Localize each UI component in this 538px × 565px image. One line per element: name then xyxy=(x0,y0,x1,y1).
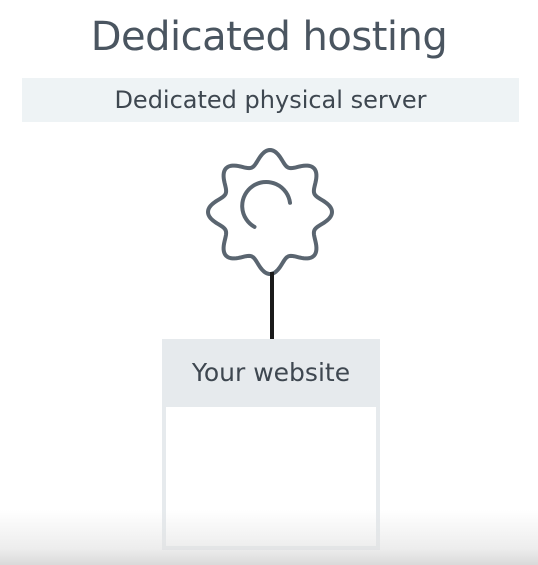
gear-inner-arc xyxy=(240,180,292,229)
website-box: Your website xyxy=(162,339,380,550)
subtitle-text: Dedicated physical server xyxy=(114,86,427,114)
website-content-area xyxy=(166,407,376,546)
subtitle-banner: Dedicated physical server xyxy=(22,78,519,122)
server-gear-icon xyxy=(206,148,334,276)
page-title: Dedicated hosting xyxy=(90,14,448,60)
gear-outline xyxy=(206,148,334,276)
website-label: Your website xyxy=(191,358,351,387)
